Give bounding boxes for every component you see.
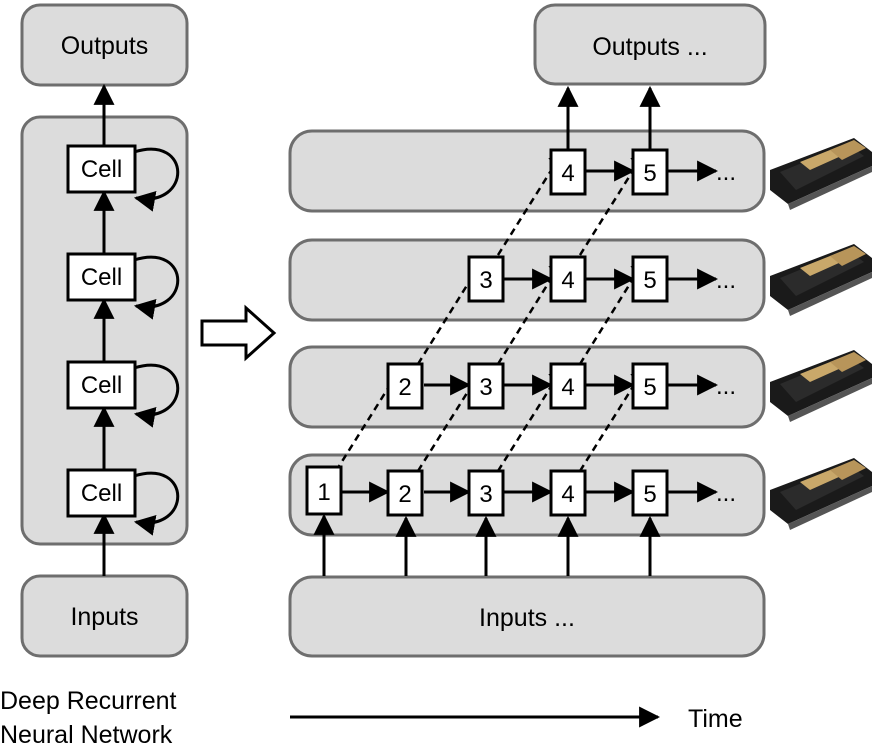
dashed-layer-connections: [334, 148, 648, 472]
gpu-card-icon: [770, 244, 872, 316]
caption-line-2: Neural Network: [0, 721, 173, 749]
cell-label: Cell: [81, 372, 122, 399]
recurrent-loop-arrow: [133, 255, 180, 320]
cell: Cell: [66, 252, 180, 320]
step-label: 3: [479, 267, 492, 294]
dashed-arrow: [496, 148, 566, 256]
step-box: 3: [467, 255, 505, 303]
layer-row-panel: [288, 453, 766, 537]
step-label: 4: [561, 374, 574, 401]
step-box: 5: [631, 362, 669, 410]
row-ellipsis: ...: [716, 159, 736, 186]
step-label: 5: [643, 481, 656, 508]
step-box: 5: [631, 255, 669, 303]
row-ellipsis: ...: [716, 267, 736, 294]
step-label: 4: [561, 481, 574, 508]
dashed-arrow: [496, 364, 566, 472]
recurrent-loop-arrow: [133, 471, 180, 536]
step-box: 2: [386, 469, 424, 517]
right-inputs-label: Inputs ...: [479, 604, 575, 632]
step-label: 2: [398, 481, 411, 508]
dashed-arrow: [578, 256, 648, 365]
step-box: 3: [467, 362, 505, 410]
step-label: 5: [643, 267, 656, 294]
cell-label: Cell: [81, 264, 122, 291]
step-box: 5: [631, 469, 669, 517]
step-label: 3: [479, 374, 492, 401]
dashed-arrow: [578, 148, 648, 256]
step-box: 5: [631, 148, 669, 196]
gpu-card-icon: [770, 350, 872, 422]
dashed-arrow: [334, 364, 404, 472]
cell-box: [66, 360, 137, 410]
step-box: 4: [549, 255, 587, 303]
left-inputs-label: Inputs: [70, 603, 138, 631]
cell: Cell: [66, 468, 180, 536]
gpu-card-icon: [770, 458, 872, 530]
step-label: 2: [398, 374, 411, 401]
recurrent-loop-arrow: [133, 147, 180, 212]
caption-line-1: Deep Recurrent: [0, 687, 177, 715]
row-ellipsis: ...: [716, 480, 736, 507]
left-network: Outputs Inputs Cell Cell Cell Ce: [0, 3, 189, 749]
cell-box: [66, 252, 137, 302]
cell-box: [66, 468, 137, 518]
timestep-arrows: [342, 160, 719, 503]
input-arrows: [313, 513, 661, 576]
right-outputs-box: [533, 3, 767, 86]
cell-label: Cell: [81, 480, 122, 507]
dashed-arrow: [416, 364, 486, 472]
cell: Cell: [66, 360, 180, 428]
step-box: 4: [549, 469, 587, 517]
step-label: 1: [317, 479, 330, 506]
step-label: 5: [643, 160, 656, 187]
step-box: 4: [549, 148, 587, 196]
step-box: 3: [467, 469, 505, 517]
right-inputs-box: [288, 575, 766, 658]
cell-label: Cell: [81, 156, 122, 183]
row-ellipsis: ...: [716, 373, 736, 400]
step-label: 5: [643, 374, 656, 401]
dashed-arrow: [578, 364, 648, 472]
time-label: Time: [688, 705, 743, 733]
layer-row-panel: [288, 345, 766, 429]
hollow-right-arrow-icon: [200, 304, 277, 362]
cell-box: [66, 144, 137, 194]
step-box: 1: [305, 465, 343, 516]
right-outputs-label: Outputs ...: [592, 33, 707, 61]
dashed-arrow: [496, 256, 566, 365]
recurrent-loop-arrow: [133, 363, 180, 428]
step-label: 3: [479, 481, 492, 508]
right-unrolled: Outputs ... Inputs ...: [288, 3, 767, 658]
left-outputs-label: Outputs: [61, 32, 149, 60]
gpu-card-icon: [770, 138, 872, 210]
step-label: 4: [561, 160, 574, 187]
step-box: 4: [549, 362, 587, 410]
dashed-arrow: [416, 256, 486, 365]
step-label: 4: [561, 267, 574, 294]
cell: Cell: [66, 144, 180, 212]
step-box: 2: [386, 362, 424, 410]
